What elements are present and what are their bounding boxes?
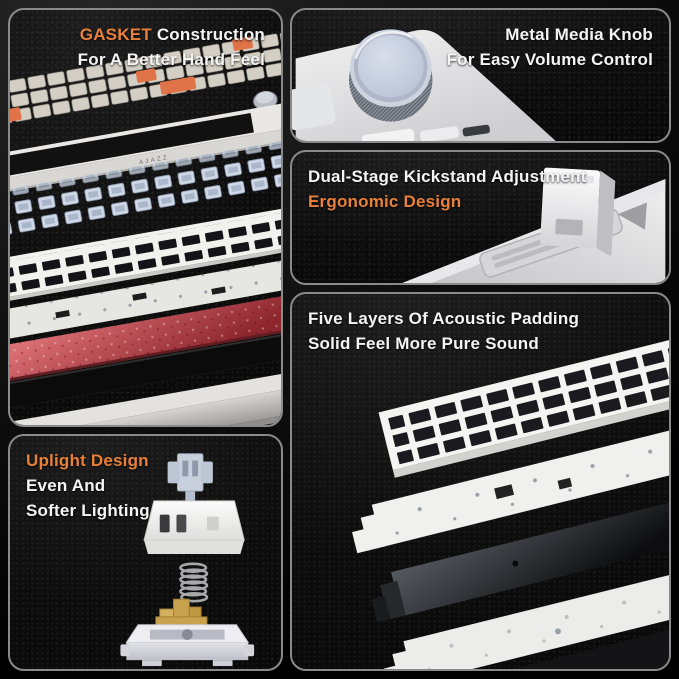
bottom-case-layer <box>10 370 281 425</box>
red-layer <box>10 293 281 383</box>
metal-knob-illustration <box>292 29 556 141</box>
gasket-caption-line2: For A Better Hand Feel <box>77 50 265 69</box>
switches-layer <box>10 140 281 240</box>
switch-upper-housing <box>143 500 245 554</box>
pcb-layer <box>10 258 281 341</box>
keycap <box>361 128 415 141</box>
acoustic-plate-layer <box>378 333 669 478</box>
uplight-caption: Uplight Design Even And Softer Lighting <box>26 448 150 523</box>
uplight-caption-line1: Uplight Design <box>26 451 149 470</box>
uplight-caption-line2: Even And <box>26 476 106 495</box>
keycap <box>292 83 336 131</box>
acoustic-caption-line1: Five Layers Of Acoustic Padding <box>308 309 580 328</box>
kickstand-flap <box>540 167 616 257</box>
panel-uplight-design: Uplight Design Even And Softer Lighting <box>8 434 283 671</box>
switch-spring <box>179 562 209 603</box>
acoustic-foam-layer-2 <box>371 497 669 623</box>
keycap <box>420 126 460 141</box>
kickstand-illustration <box>402 167 666 283</box>
switch-stem <box>167 453 213 513</box>
plate-layer <box>10 206 281 303</box>
gasket-caption-accent: GASKET <box>79 25 152 44</box>
ajazz-logo-text: AJAZZ <box>139 155 170 166</box>
uplight-caption-line3: Softer Lighting <box>26 501 150 520</box>
keycaps-layer <box>10 29 281 128</box>
exploded-switch-illustration <box>120 453 255 667</box>
gasket-caption-rest: Construction <box>156 25 265 44</box>
knob-caption-line1: Metal Media Knob <box>505 25 653 44</box>
acoustic-caption-line2: Solid Feel More Pure Sound <box>308 334 539 353</box>
acoustic-caption: Five Layers Of Acoustic Padding Solid Fe… <box>308 306 579 356</box>
panel-acoustic-padding: Five Layers Of Acoustic Padding Solid Fe… <box>290 292 671 671</box>
volume-knob <box>349 29 433 122</box>
switch-bottom-housing <box>120 624 255 667</box>
black-foam-layer <box>10 330 281 410</box>
kickstand-caption-line1: Dual-Stage Kickstand Adjustment <box>308 167 587 186</box>
acoustic-foam-layer-1 <box>352 430 669 554</box>
knob-caption-line2: For Easy Volume Control <box>446 50 653 69</box>
case-recess <box>617 202 647 230</box>
kickstand-caption-line2: Ergonomic Design <box>308 192 462 211</box>
panel-gasket-construction: AJAZZ <box>8 8 283 427</box>
acoustic-foam-layer-3 <box>383 567 669 669</box>
kickstand-caption: Dual-Stage Kickstand Adjustment Ergonomi… <box>308 164 587 214</box>
acoustic-layers-illustration <box>352 333 669 669</box>
acoustic-foam-layer-4 <box>392 619 669 669</box>
exploded-keyboard-illustration: AJAZZ <box>10 29 281 425</box>
panel-kickstand: Dual-Stage Kickstand Adjustment Ergonomi… <box>290 150 671 285</box>
keycap-dark <box>462 124 490 137</box>
panel-media-knob: Metal Media Knob For Easy Volume Control <box>290 8 671 143</box>
knob-caption: Metal Media Knob For Easy Volume Control <box>447 22 653 72</box>
